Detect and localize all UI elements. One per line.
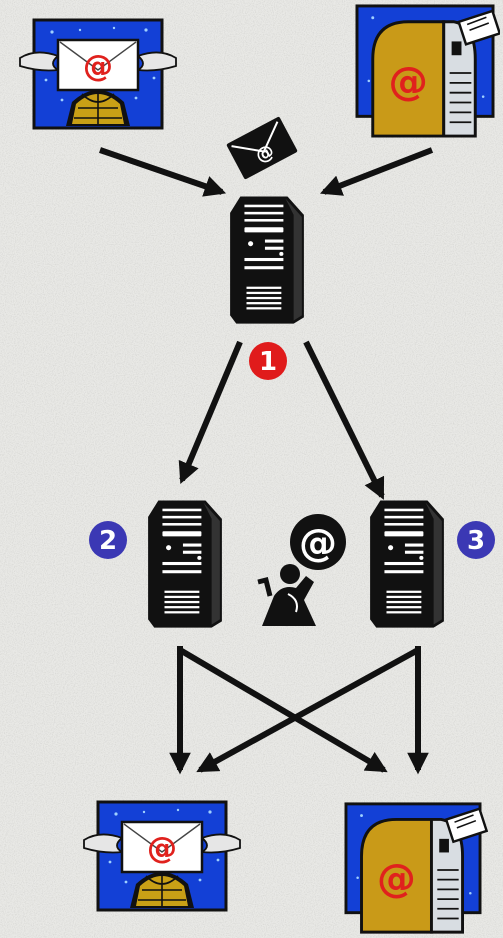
badge-1-label: 1 xyxy=(259,347,277,377)
winged-mail-icon xyxy=(84,802,240,910)
courier-at-label: @ xyxy=(299,521,337,565)
mailbox-icon xyxy=(346,804,487,932)
server-icon xyxy=(148,500,222,627)
mailbox-icon xyxy=(357,6,500,136)
winged-mail-icon xyxy=(20,20,176,128)
server-icon xyxy=(230,196,304,323)
badge-2-label: 2 xyxy=(99,526,117,556)
server-icon xyxy=(370,500,444,627)
badge-3-label: 3 xyxy=(467,526,485,556)
